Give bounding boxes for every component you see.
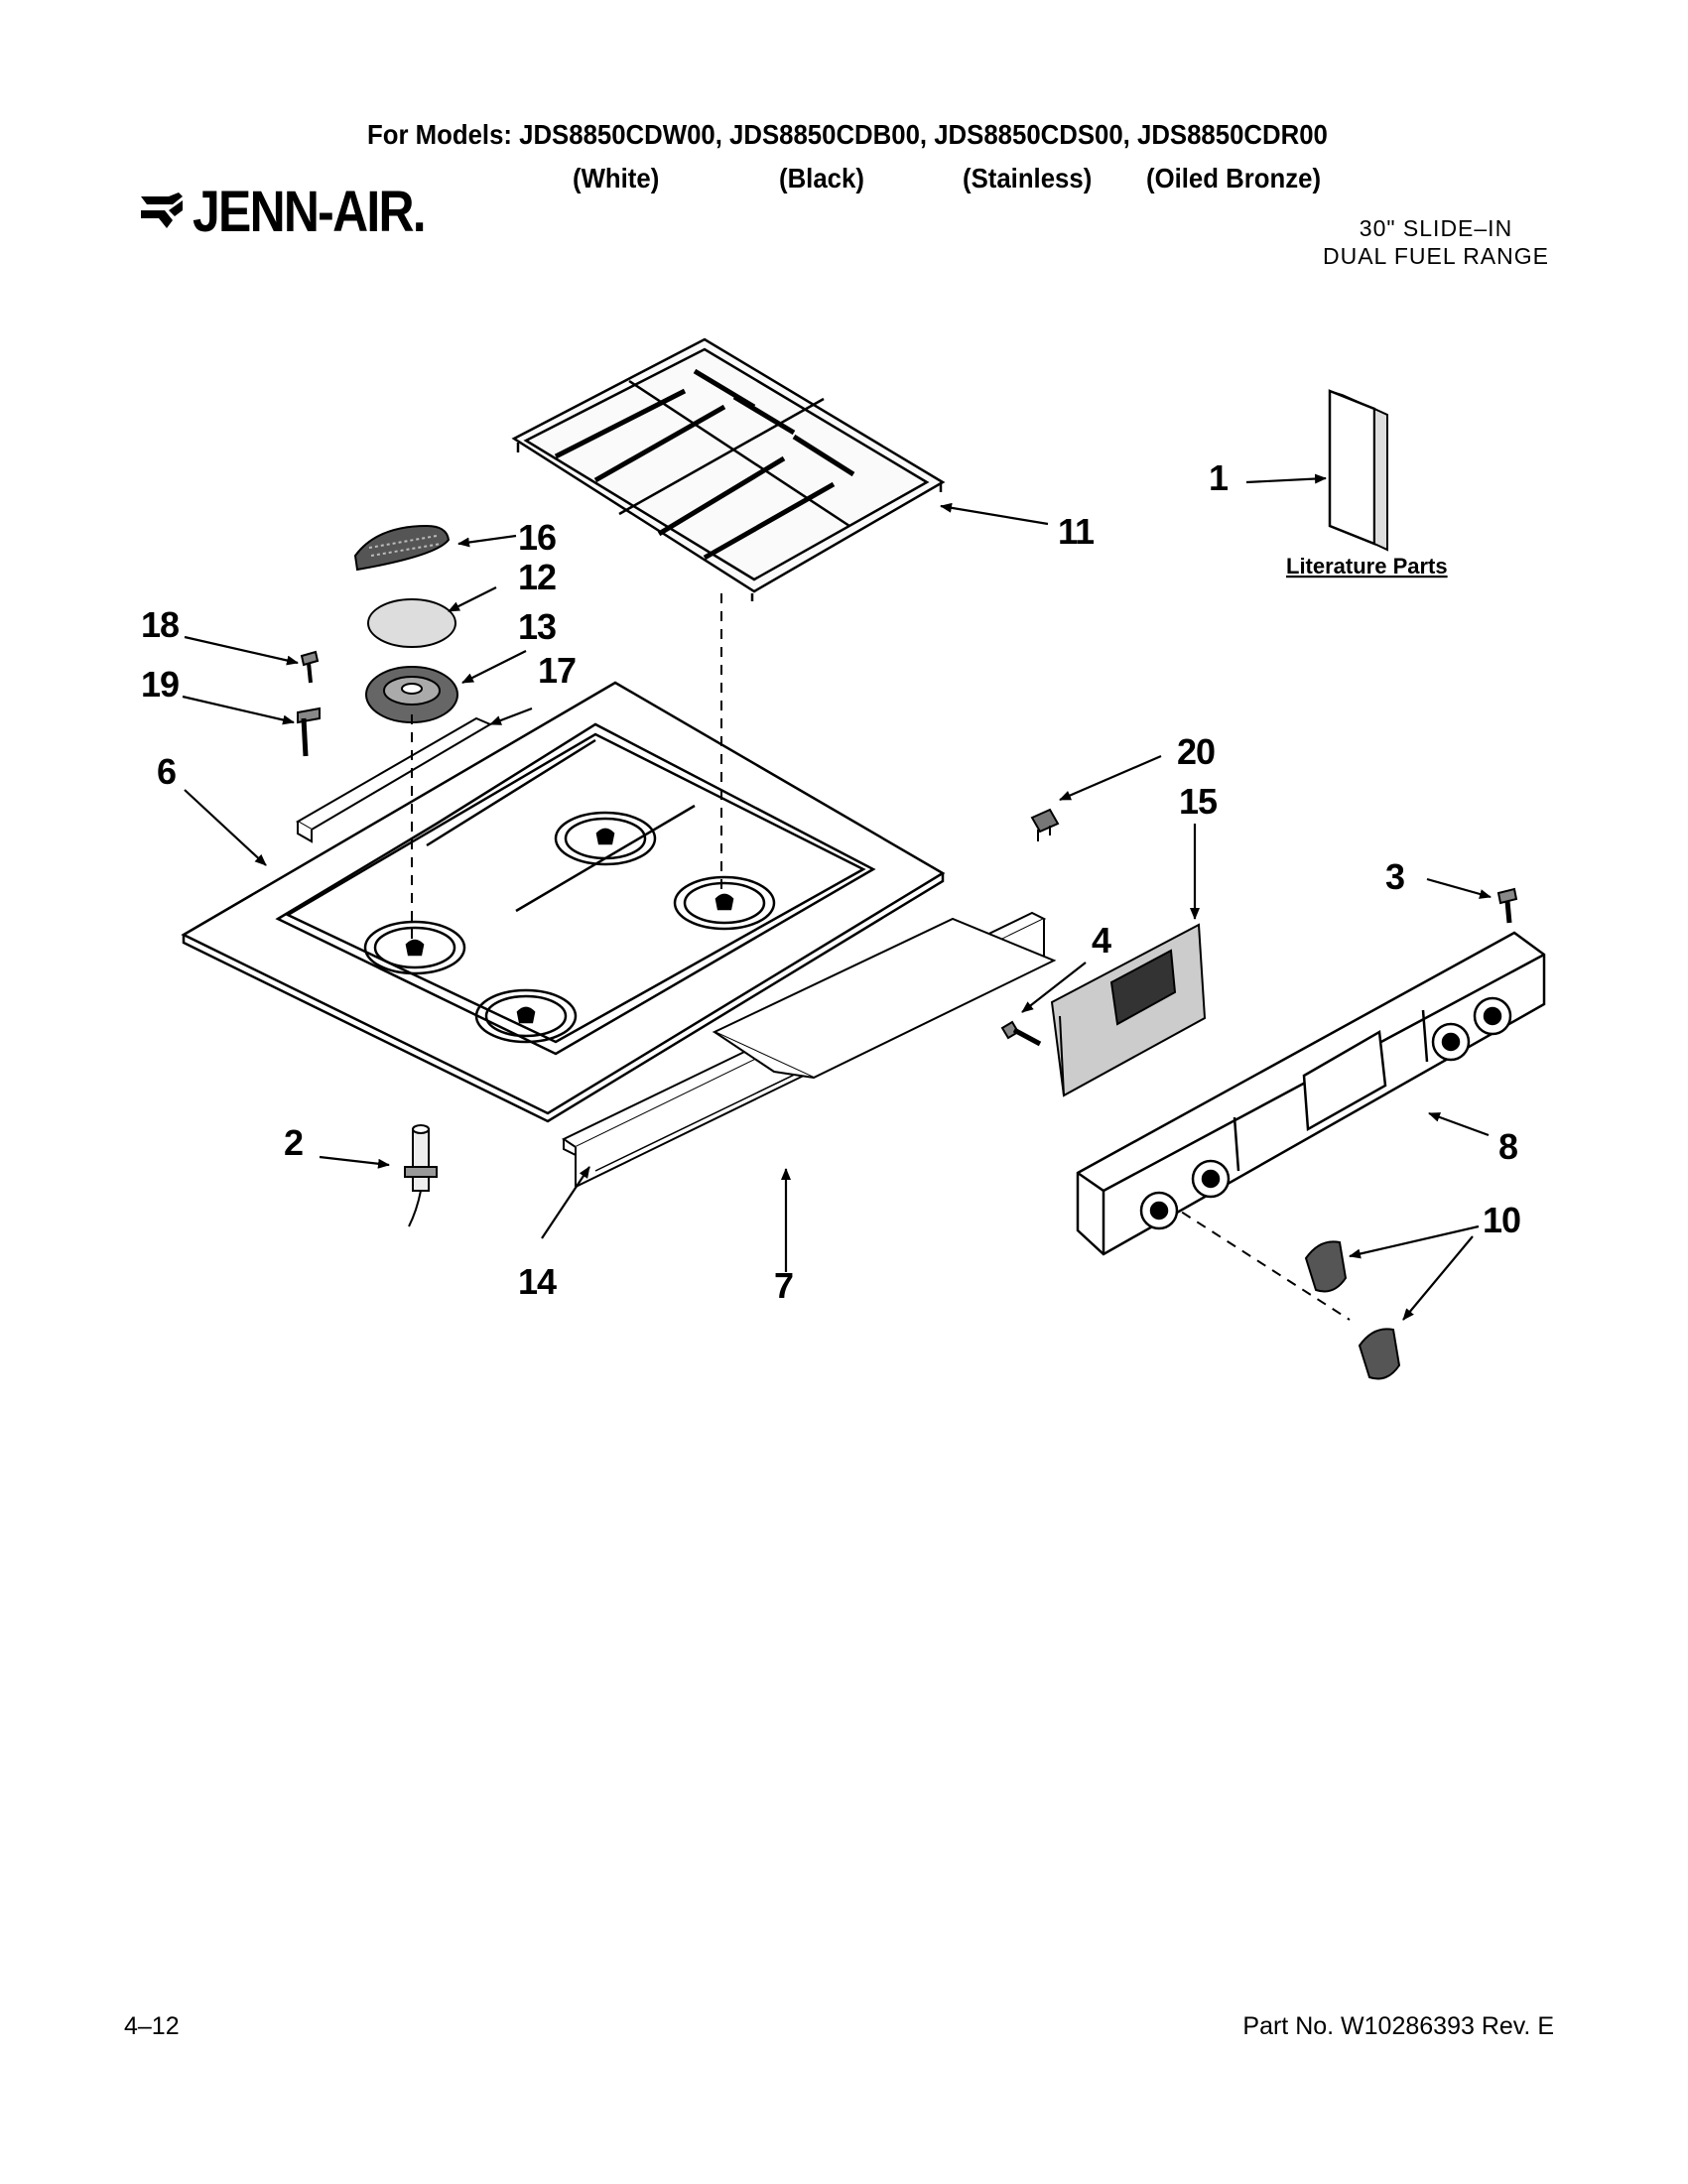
literature-parts-book: [1328, 389, 1388, 552]
brand-name: JENN-AIR.: [193, 179, 427, 244]
alignment-lines: [411, 593, 1351, 1321]
burner-grid-cap: [353, 524, 451, 572]
panel-screw: [1000, 1020, 1042, 1047]
screw: [300, 650, 320, 684]
callout-3: 3: [1385, 856, 1404, 897]
cooktop: [181, 681, 946, 1123]
control-panel: [1076, 931, 1546, 1256]
finish-white: (White): [573, 163, 660, 193]
callout-15: 15: [1179, 781, 1218, 822]
callout-2: 2: [284, 1122, 303, 1163]
callout-17: 17: [538, 650, 576, 691]
callout-6: 6: [157, 751, 176, 792]
page-number: 4–12: [124, 2012, 180, 2040]
leader-arrows: [182, 473, 1492, 1321]
callout-4: 4: [1092, 920, 1111, 961]
callout-8: 8: [1498, 1126, 1517, 1167]
callout-20: 20: [1177, 731, 1215, 772]
finish-black: (Black): [779, 163, 864, 193]
models-line: For Models: JDS8850CDW00, JDS8850CDB00, …: [367, 119, 1328, 150]
range-type-line2: DUAL FUEL RANGE: [1322, 243, 1549, 269]
callout-19: 19: [141, 664, 179, 705]
limit-switch: [1030, 808, 1060, 841]
burner-base: [365, 666, 458, 723]
end-cap-screw: [1496, 887, 1518, 924]
finish-stainless: (Stainless): [963, 163, 1093, 193]
callout-18: 18: [141, 604, 179, 645]
range-type-line1: 30" SLIDE–IN: [1359, 215, 1513, 241]
callout-16: 16: [518, 517, 556, 558]
control-knob: [1304, 1240, 1401, 1380]
callout-11: 11: [1058, 511, 1095, 552]
callout-7: 7: [774, 1265, 793, 1306]
burner-cap: [367, 598, 456, 648]
callout-13: 13: [518, 606, 556, 647]
exploded-parts-diagram: 1 Literature Parts 11 16 12 13 17 18 19 …: [141, 337, 1546, 1380]
electrode: [297, 707, 321, 757]
access-panel: [712, 917, 1057, 1080]
grate: [511, 337, 946, 601]
part-number: Part No. W10286393 Rev. E: [1242, 2012, 1554, 2040]
brand-logo: JENN-AIR.: [139, 177, 462, 246]
range-type: 30" SLIDE–IN DUAL FUEL RANGE: [1323, 214, 1549, 270]
electronic-control-board: [1050, 923, 1207, 1097]
callout-14: 14: [518, 1261, 557, 1302]
callout-12: 12: [518, 557, 556, 597]
jenn-air-swoosh-icon: [141, 193, 183, 228]
finish-oiled-bronze: (Oiled Bronze): [1146, 163, 1322, 193]
callout-1: 1: [1209, 457, 1229, 498]
igniter: [404, 1124, 438, 1227]
callout-10: 10: [1483, 1200, 1520, 1240]
literature-parts-label: Literature Parts: [1286, 554, 1448, 578]
